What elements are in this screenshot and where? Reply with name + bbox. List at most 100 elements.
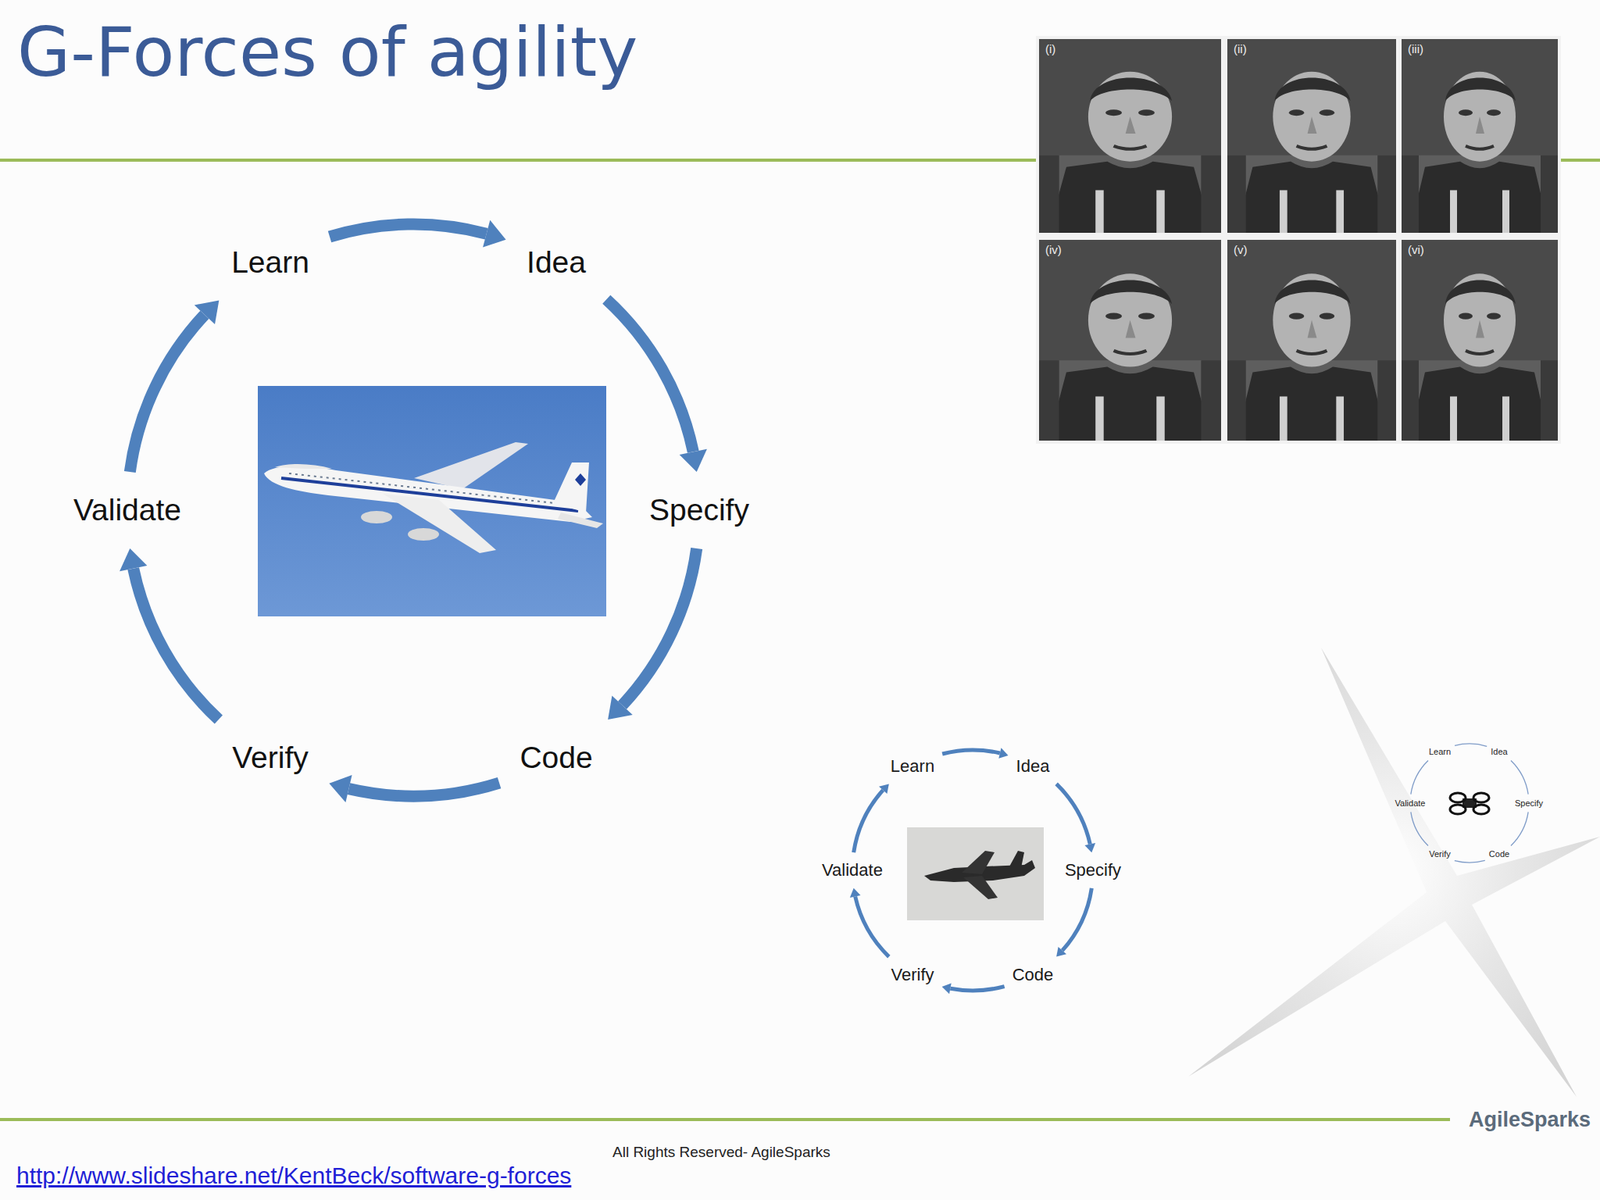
- cycle-arrow: [1454, 860, 1486, 863]
- face-photo: [1039, 39, 1222, 233]
- arrow-arc: [853, 789, 884, 853]
- arrow-arc: [329, 224, 487, 237]
- step-label: Specify: [1514, 798, 1543, 809]
- source-link: http://www.slideshare.net/KentBeck/softw…: [16, 1162, 572, 1190]
- arrow-arc: [129, 314, 205, 472]
- cycle-arrow: [942, 982, 1005, 994]
- arrow-arc: [348, 782, 500, 797]
- step-label: Code: [1489, 849, 1510, 860]
- cycle-arrow: [606, 299, 708, 472]
- arrow-head: [482, 220, 506, 248]
- cycle-arrow: [1510, 760, 1529, 795]
- arrow-arc: [1510, 760, 1529, 795]
- cycle-step: Code: [519, 740, 593, 776]
- step-label: Validate: [821, 860, 883, 880]
- arrow-head: [1084, 842, 1096, 853]
- photo-caption: (iii): [1407, 42, 1424, 56]
- face-photo: [1039, 239, 1222, 441]
- arrow-arc: [855, 896, 890, 958]
- step-label: Idea: [1016, 756, 1050, 776]
- arrow-arc: [133, 568, 219, 720]
- photo-caption: (i): [1045, 42, 1056, 56]
- cycle-step: Verify: [232, 740, 309, 776]
- arrow-head: [194, 300, 220, 325]
- arrow-arc: [942, 750, 1000, 754]
- cycle-arrow: [1410, 811, 1429, 846]
- cycle-step: Validate: [73, 492, 182, 529]
- arrow-head: [679, 449, 708, 472]
- cycle-arrow: [328, 775, 500, 803]
- face-photo: [1227, 239, 1397, 441]
- company-logo: AgileSparks: [1468, 1107, 1591, 1133]
- face-photo: [1227, 39, 1397, 233]
- cycle-arrow: [853, 783, 890, 853]
- arrow-arc: [1454, 860, 1486, 863]
- face-photo: [1401, 239, 1558, 441]
- arrow-head: [328, 775, 352, 803]
- cycle-arrow: [1410, 760, 1429, 795]
- footer-rule: [0, 1117, 1450, 1122]
- step-label: Verify: [232, 740, 309, 776]
- arrow-arc: [1510, 811, 1529, 846]
- step-label: Learn: [890, 756, 935, 776]
- arrow-head: [119, 548, 147, 572]
- cycle-step: Code: [1012, 964, 1054, 985]
- arrow-arc: [1454, 743, 1487, 747]
- cycle-step: Specify: [1514, 798, 1543, 809]
- arrow-head: [607, 695, 633, 720]
- step-label: Learn: [1428, 746, 1451, 758]
- cycle-step: Idea: [1016, 756, 1050, 776]
- drone-icon: [1450, 792, 1490, 815]
- cycle-step: Specify: [1064, 860, 1122, 880]
- photo-caption: (v): [1233, 242, 1248, 257]
- cycle-step: Learn: [1428, 746, 1451, 758]
- cycle-step: Code: [1489, 849, 1510, 860]
- photo-caption: (ii): [1233, 42, 1247, 56]
- cycle-arrow: [1510, 811, 1529, 846]
- arrow-arc: [1410, 760, 1429, 795]
- cycle-step: Verify: [890, 964, 934, 985]
- face-photo: [1401, 39, 1558, 233]
- arrow-arc: [1410, 811, 1429, 846]
- arrow-head: [1056, 946, 1067, 958]
- step-label: Verify: [890, 964, 934, 985]
- airliner-photo: [257, 385, 607, 617]
- cycle-step: Idea: [526, 245, 586, 281]
- cycle-arrow: [1056, 783, 1096, 853]
- cycle-step: Verify: [1428, 849, 1451, 860]
- arrow-head: [942, 982, 952, 994]
- cycle-arrow: [1056, 888, 1092, 958]
- arrow-head: [850, 888, 861, 898]
- star-graphic: [1188, 647, 1600, 1097]
- step-label: Code: [1012, 964, 1054, 985]
- step-label: Specify: [649, 492, 750, 529]
- step-label: Idea: [1490, 746, 1508, 758]
- photo-caption: (vi): [1407, 242, 1425, 257]
- step-label: Idea: [526, 245, 586, 281]
- copyright-note: All Rights Reserved- AgileSparks: [612, 1143, 831, 1161]
- cycle-step: Learn: [890, 756, 935, 776]
- cycle-step: Idea: [1490, 746, 1508, 758]
- cycle-arrow: [329, 220, 507, 248]
- cycle-arrow: [942, 747, 1008, 759]
- cycle-arrow: [850, 888, 890, 958]
- arrow-head: [998, 747, 1008, 759]
- step-label: Learn: [231, 245, 310, 281]
- cycle-step: Learn: [231, 245, 310, 281]
- photo-caption: (iv): [1045, 242, 1062, 257]
- arrow-arc: [606, 299, 693, 452]
- cycle-arrow: [119, 548, 219, 720]
- arrow-arc: [1062, 888, 1093, 951]
- step-label: Validate: [73, 492, 182, 529]
- cycle-arrow: [607, 548, 697, 720]
- arrow-head: [878, 783, 890, 794]
- arrow-arc: [622, 548, 697, 706]
- cycle-step: Validate: [1395, 798, 1426, 809]
- photo-frame: [1035, 35, 1561, 444]
- cycle-step: Specify: [649, 492, 750, 529]
- step-label: Code: [519, 740, 593, 776]
- fighter-jet-photo: [907, 827, 1044, 921]
